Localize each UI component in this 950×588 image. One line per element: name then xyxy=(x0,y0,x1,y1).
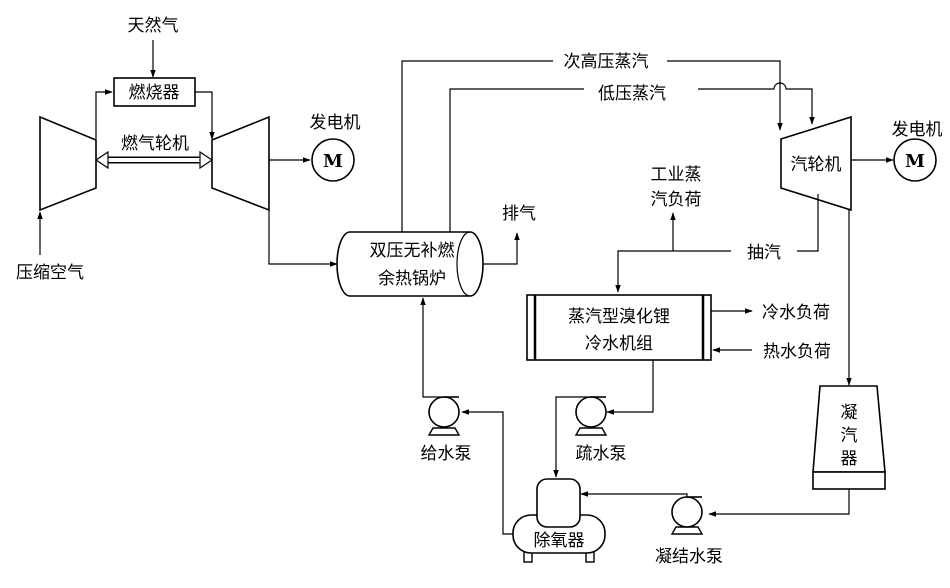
condenser-base xyxy=(812,471,886,490)
condenser-label-2: 汽 xyxy=(841,426,858,446)
hot-water-load-label: 热水负荷 xyxy=(763,342,831,362)
industrial-steam-load-line2: 汽负荷 xyxy=(651,190,702,210)
drain-pump-label: 疏水泵 xyxy=(576,444,627,464)
generator-left-label: 发电机 xyxy=(310,113,361,133)
steam-turbine xyxy=(780,115,852,212)
feed-water-pump-label: 给水泵 xyxy=(421,444,472,464)
condensate-pump-label: 凝结水泵 xyxy=(655,547,723,567)
deaerator-label: 除氧器 xyxy=(534,531,585,551)
absorption-chiller-label-line1: 蒸汽型溴化锂 xyxy=(568,307,670,327)
gas-turbine-label: 燃气轮机 xyxy=(121,134,189,154)
low-pressure-steam-label: 低压蒸汽 xyxy=(598,84,666,104)
absorption-chiller xyxy=(526,294,712,361)
combustor-label: 燃烧器 xyxy=(129,83,180,103)
condenser-label-1: 凝 xyxy=(841,403,858,423)
hrsg-label-line2: 余热锅炉 xyxy=(378,269,446,289)
natural-gas-label: 天然气 xyxy=(128,16,179,36)
sub-high-pressure-steam-label: 次高压蒸汽 xyxy=(564,52,649,72)
generator-right-symbol: M xyxy=(905,151,925,172)
generator-left xyxy=(311,138,355,182)
steam-turbine-label: 汽轮机 xyxy=(791,155,842,175)
extraction-steam-label: 抽汽 xyxy=(747,243,781,263)
condenser-label-3: 器 xyxy=(841,449,858,469)
generator-left-symbol: M xyxy=(323,151,343,172)
gas-turbine-shaft xyxy=(94,150,214,170)
hrsg-label-line1: 双压无补燃 xyxy=(370,241,455,261)
industrial-steam-load-line1: 工业蒸 xyxy=(651,165,702,185)
cold-water-load-label: 冷水负荷 xyxy=(762,303,830,323)
exhaust-label: 排气 xyxy=(502,204,536,224)
compressor xyxy=(39,115,97,212)
generator-right-label: 发电机 xyxy=(892,120,943,140)
generator-right xyxy=(893,138,937,182)
feed-water-pump xyxy=(427,396,461,436)
condensate-pump xyxy=(670,496,704,535)
compressed-air-label: 压缩空气 xyxy=(16,263,84,283)
absorption-chiller-label-line2: 冷水机组 xyxy=(585,334,653,354)
drain-pump xyxy=(574,396,608,436)
gas-turbine-expander xyxy=(211,115,270,212)
